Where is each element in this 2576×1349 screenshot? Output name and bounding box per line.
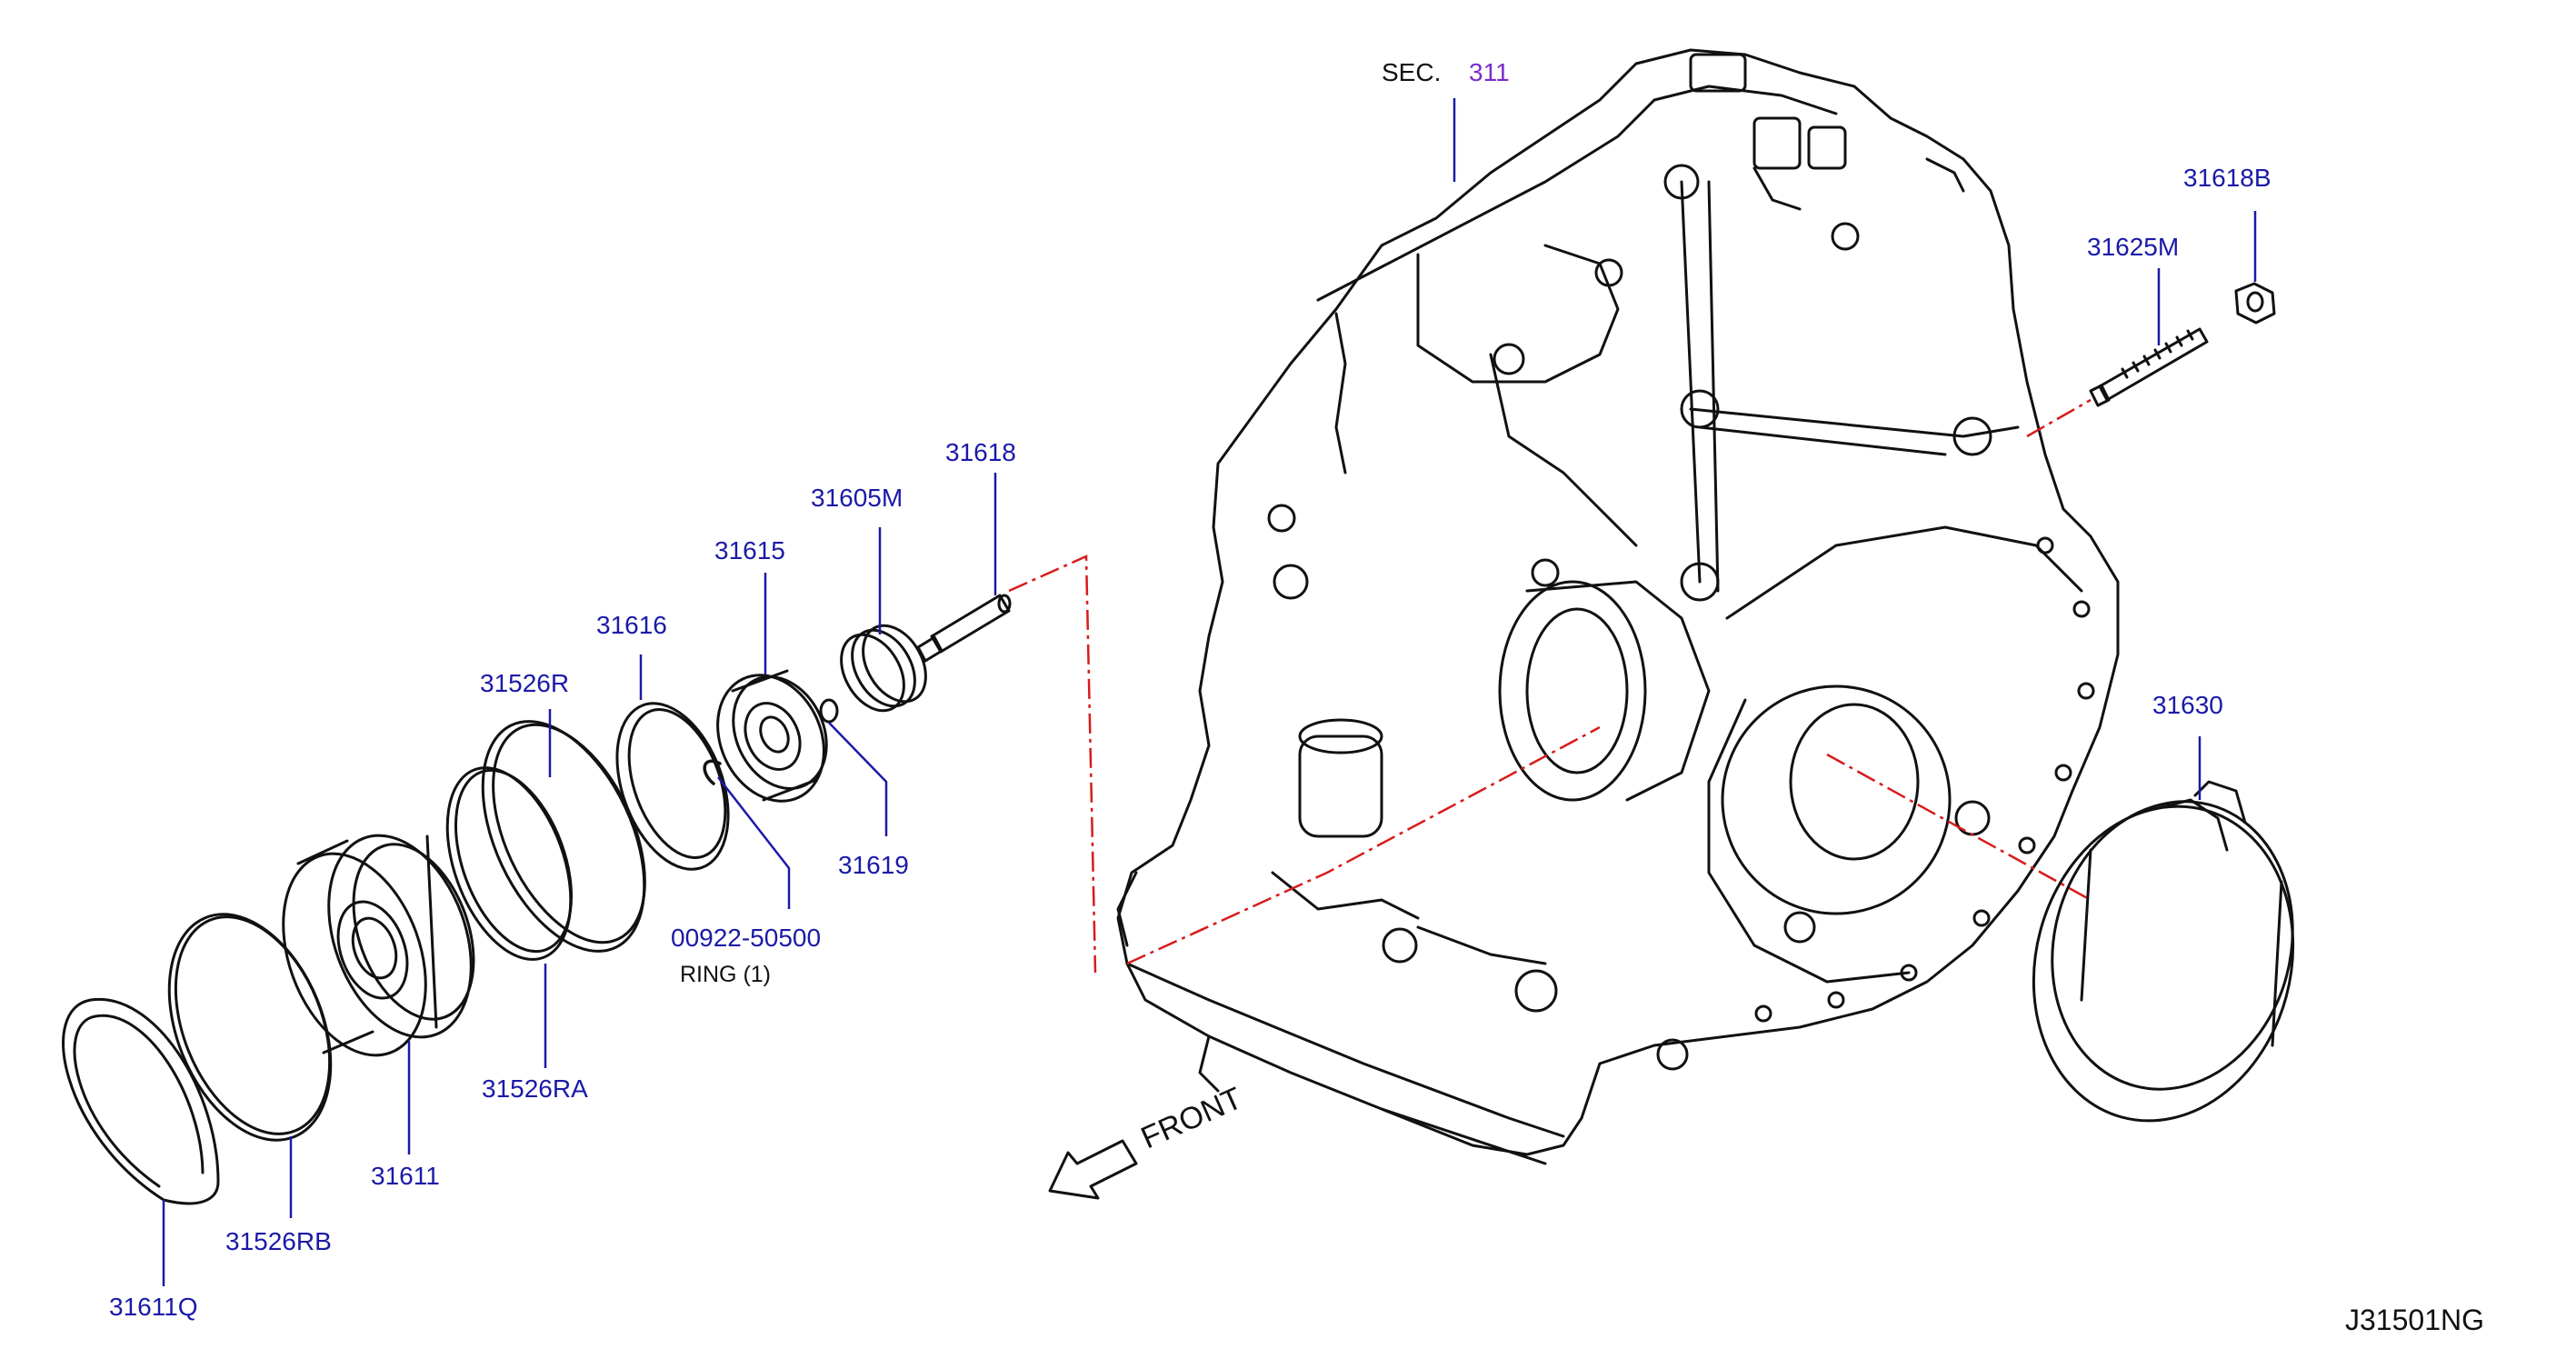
section-number-link[interactable]: 311 [1469, 58, 1510, 86]
part-label-31615[interactable]: 31615 [714, 536, 785, 565]
pin-31618 [916, 594, 1012, 663]
o-ring-31619 [819, 698, 839, 724]
part-label-31618B[interactable]: 31618B [2183, 164, 2271, 192]
part-label-31630[interactable]: 31630 [2152, 691, 2223, 719]
centerlines [1008, 398, 2092, 974]
centerline-main-bore [1126, 725, 1601, 965]
seal-rings-31605M [840, 624, 927, 713]
transmission-case [1116, 48, 2120, 1165]
band-31630 [2032, 780, 2295, 1123]
stud-bolt-31625M [2089, 327, 2209, 407]
piston-31615 [716, 669, 828, 803]
leader-lines [162, 98, 2257, 1286]
section-prefix: SEC. [1382, 58, 1442, 86]
diagram-code: J31501NG [2345, 1304, 2484, 1336]
seal-ring-31526R [481, 720, 646, 953]
part-label-31618[interactable]: 31618 [945, 438, 1016, 466]
drum-31611 [282, 834, 475, 1057]
leader-31619 [828, 722, 888, 836]
nut-31618B [2234, 282, 2276, 325]
leader-00922-50500 [717, 776, 791, 909]
centerline-31618 [1008, 555, 1097, 974]
part-label-31526RA[interactable]: 31526RA [482, 1074, 588, 1103]
front-arrow [1048, 1139, 1138, 1200]
snap-ring-31611Q [62, 997, 220, 1205]
part-label-31619[interactable]: 31619 [838, 851, 909, 879]
centerline-31625M [2026, 398, 2092, 438]
part-label-31526R[interactable]: 31526R [480, 669, 570, 697]
part-label-31625M[interactable]: 31625M [2087, 233, 2180, 261]
part-label-31616[interactable]: 31616 [596, 611, 667, 639]
front-label: FRONT [1136, 1081, 1247, 1155]
part-label-31611Q[interactable]: 31611Q [109, 1293, 198, 1321]
centerline-31630 [1826, 753, 2092, 902]
o-ring-31526RB [167, 913, 333, 1142]
part-label-31611[interactable]: 31611 [371, 1162, 440, 1190]
part-label-00922-50500[interactable]: 00922-50500 [671, 924, 822, 952]
seal-ring-31526RA [445, 766, 574, 961]
ring-quantity-note: RING (1) [680, 962, 771, 987]
part-label-31605M[interactable]: 31605M [811, 484, 904, 512]
part-label-31526RB[interactable]: 31526RB [225, 1227, 332, 1255]
